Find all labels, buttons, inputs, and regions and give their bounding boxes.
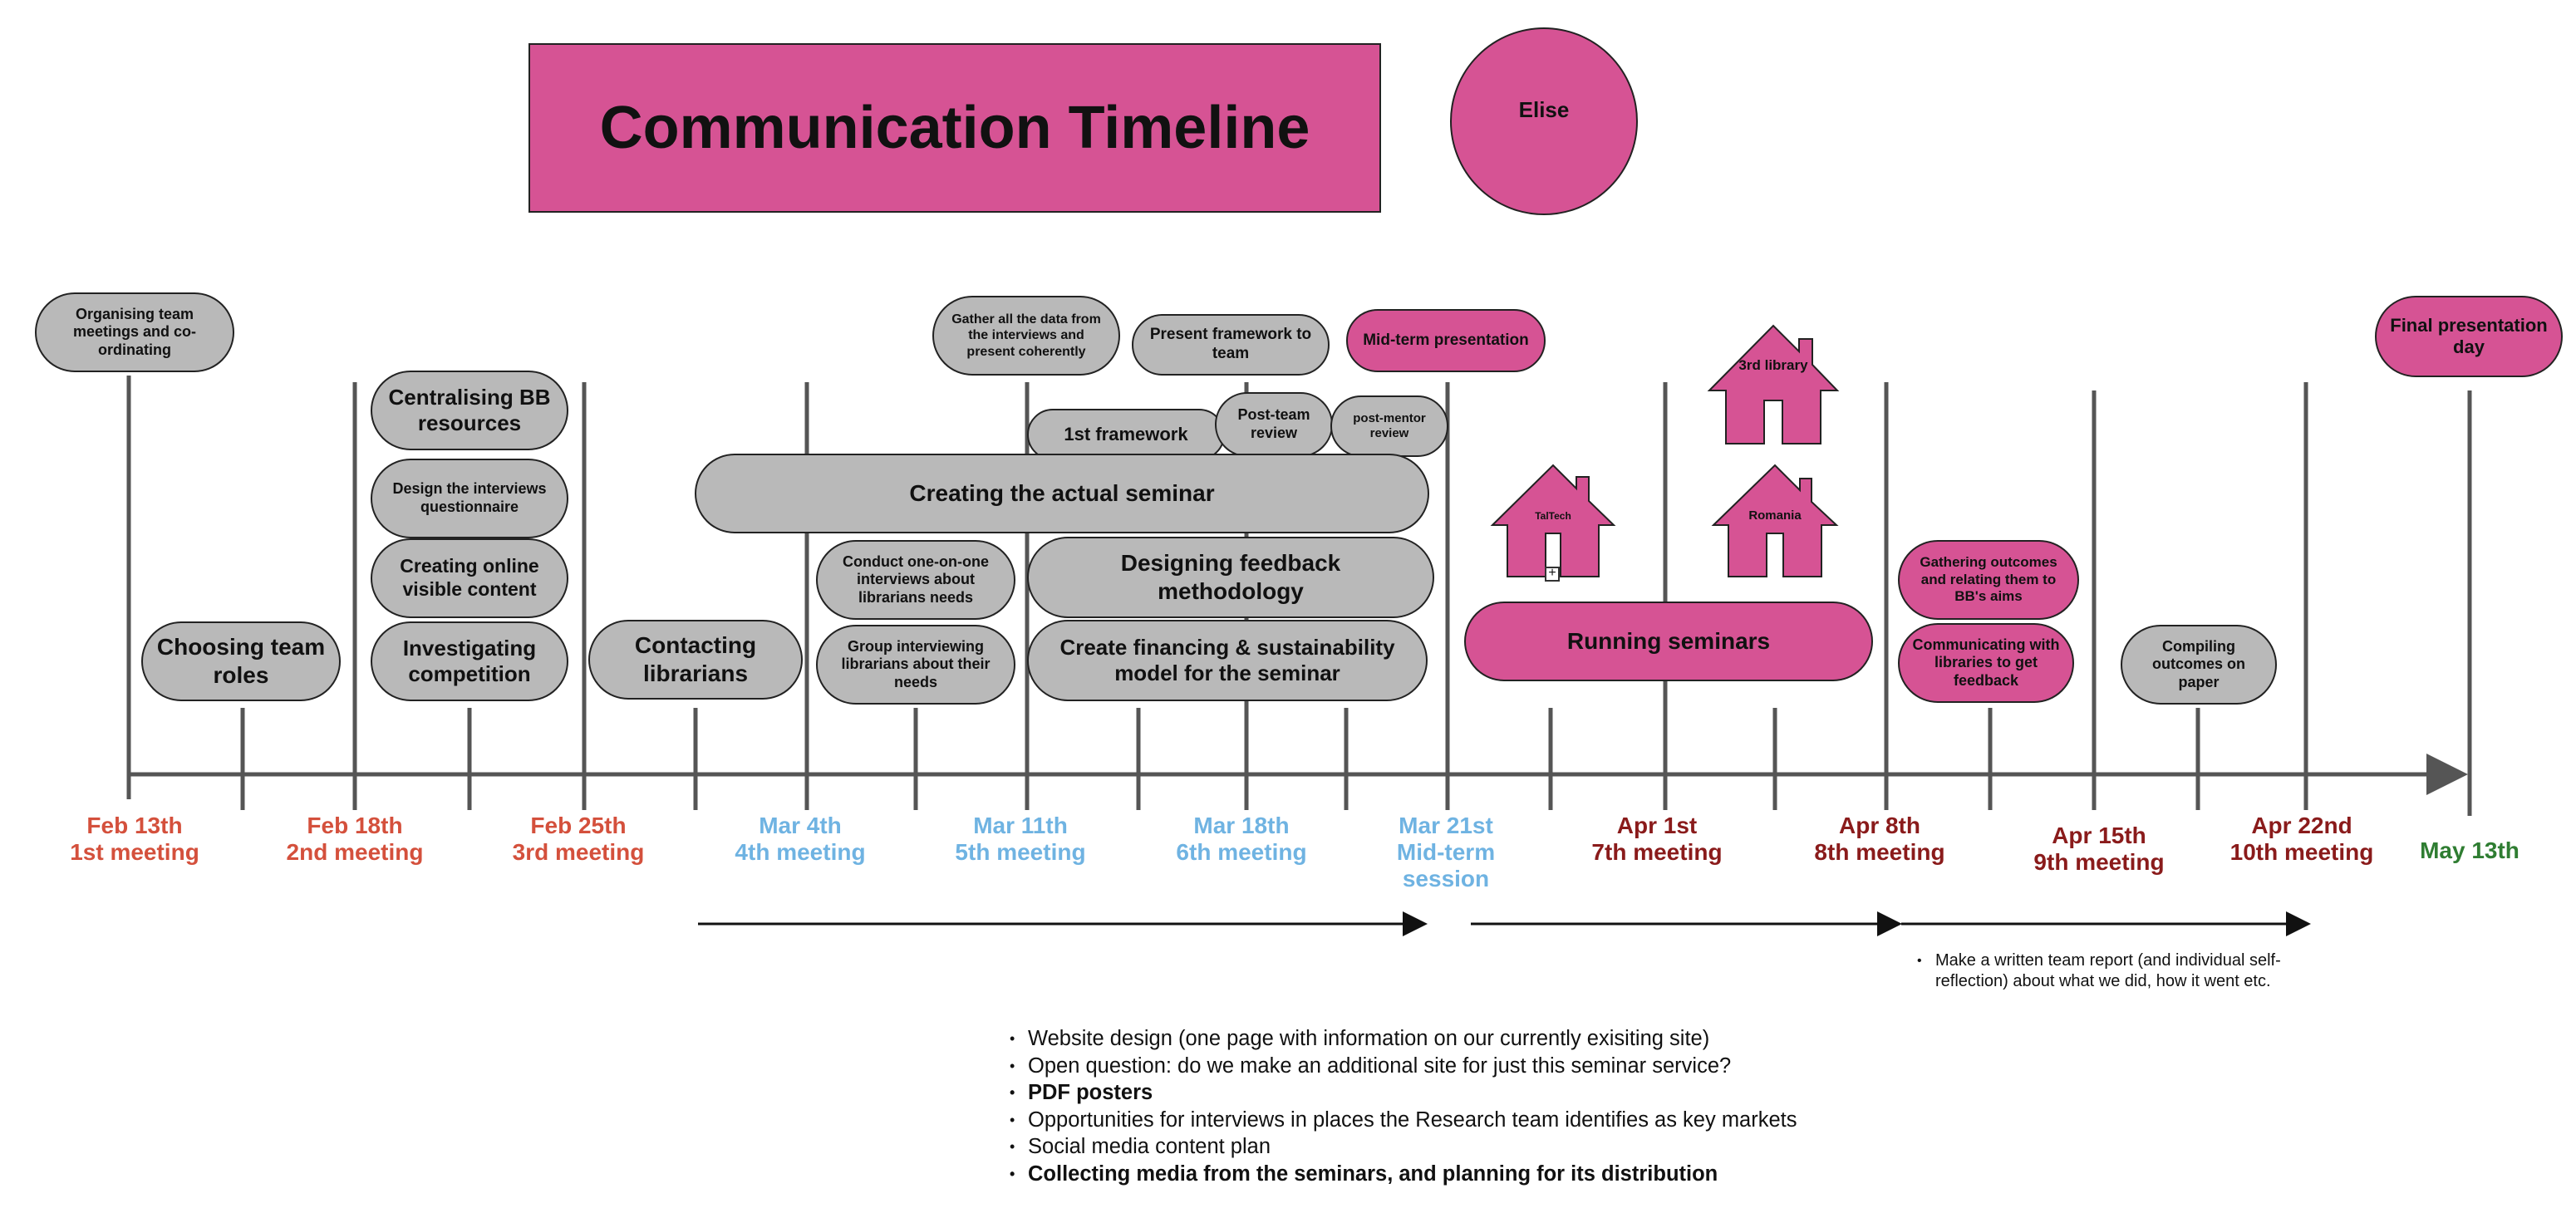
task-centralising: Centralising BB resources xyxy=(371,371,568,450)
house-icon-romania xyxy=(1711,464,1839,577)
task-final-day: Final presentation day xyxy=(2375,296,2563,377)
task-investigating: Investigating competition xyxy=(371,621,568,701)
task-create-financing: Create financing & sustainability model … xyxy=(1027,620,1428,701)
note-item: Website design (one page with informatio… xyxy=(1010,1025,1797,1053)
task-post-mentor-review: post-mentor review xyxy=(1330,395,1448,457)
notes-list: Website design (one page with informatio… xyxy=(1010,1025,1797,1187)
report-note: Make a written team report (and individu… xyxy=(1917,950,2326,992)
task-choosing-roles: Choosing team roles xyxy=(141,621,341,701)
expand-icon[interactable]: + xyxy=(1545,567,1560,582)
task-group-interviewing: Group interviewing librarians about thei… xyxy=(816,625,1015,705)
house-icon-taltech xyxy=(1490,464,1616,577)
house-label-taltech: TalTech xyxy=(1535,510,1571,522)
note-item: Open question: do we make an additional … xyxy=(1010,1053,1797,1080)
task-first-framework: 1st framework xyxy=(1027,409,1225,460)
house-label-third-library: 3rd library xyxy=(1738,357,1808,373)
task-midterm-presentation: Mid-term presentation xyxy=(1346,309,1546,372)
house-icon-third-library xyxy=(1707,324,1840,444)
task-present-framework: Present framework to team xyxy=(1132,314,1330,376)
task-design-questionnaire: Design the interviews questionnaire xyxy=(371,459,568,538)
task-running-seminars: Running seminars xyxy=(1464,602,1873,681)
task-gathering-outcomes: Gathering outcomes and relating them to … xyxy=(1898,540,2079,620)
note-item: Collecting media from the seminars, and … xyxy=(1010,1161,1797,1188)
task-contacting: Contacting librarians xyxy=(588,620,803,700)
task-creating-online: Creating online visible content xyxy=(371,538,568,618)
task-post-team-review: Post-team review xyxy=(1215,392,1333,457)
page-title: Communication Timeline xyxy=(528,43,1381,213)
task-communicating-libraries: Communicating with libraries to get feed… xyxy=(1898,623,2074,703)
task-compiling: Compiling outcomes on paper xyxy=(2121,625,2277,705)
person-circle: Elise xyxy=(1450,27,1638,215)
task-gather-data: Gather all the data from the interviews … xyxy=(932,296,1120,376)
house-label-romania: Romania xyxy=(1748,508,1802,523)
task-designing-feedback: Designing feedback methodology xyxy=(1027,537,1434,618)
note-item: PDF posters xyxy=(1010,1079,1797,1107)
task-conduct-interviews: Conduct one-on-one interviews about libr… xyxy=(816,540,1015,620)
person-name: Elise xyxy=(1518,97,1570,122)
note-item: Opportunities for interviews in places t… xyxy=(1010,1107,1797,1134)
note-item: Social media content plan xyxy=(1010,1133,1797,1161)
task-organising: Organising team meetings and co-ordinati… xyxy=(35,292,234,372)
date-label-may13: May 13th xyxy=(2420,837,2519,863)
task-creating-seminar: Creating the actual seminar xyxy=(695,454,1429,533)
